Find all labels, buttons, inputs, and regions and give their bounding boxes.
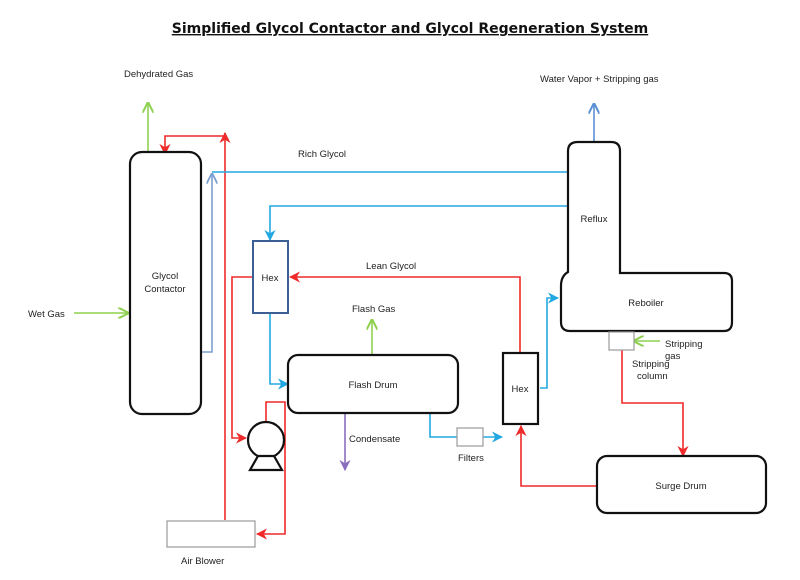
lean-glycol-contactor-top-line [159,135,225,156]
surge-drum-label: Surge Drum [655,481,706,492]
surge-drum-to-hex-line [515,424,598,487]
hex-rich-label: Hex [262,273,279,284]
regenerator[interactable]: Reflux Reboiler [559,140,734,333]
stripping-gas-label-2: gas [665,351,681,362]
glycol-contactor-label-2: Contactor [144,284,185,295]
diagram-title: Simplified Glycol Contactor and Glycol R… [172,21,648,37]
hex-to-pump-line [231,276,252,444]
glycol-contactor[interactable]: Glycol Contactor [128,150,203,416]
hex-to-reboiler-line [540,292,560,389]
regenerator-outline [559,140,734,333]
pump-base [248,454,284,472]
flash-gas-label: Flash Gas [352,304,396,315]
reflux-to-hex-line [264,205,568,242]
hex-to-flash-drum-line [269,314,290,390]
stripping-column[interactable] [608,331,635,351]
air-blower[interactable] [166,520,256,548]
heat-exchanger-rich[interactable]: Hex [252,240,289,314]
air-blower-label: Air Blower [181,556,224,567]
rich-glycol-label: Rich Glycol [298,149,346,160]
water-vapor-label: Water Vapor + Stripping gas [540,74,659,85]
stripping-gas-label-1: Stripping [665,339,703,350]
stripping-column-label-2: column [637,371,668,382]
hex-lean-label: Hex [512,384,529,395]
lean-glycol-line [288,271,521,352]
flash-drum[interactable]: Flash Drum [286,353,460,415]
filters-label: Filters [458,453,484,464]
stripping-column-label-1: Stripping [632,359,670,370]
condensate-label: Condensate [349,434,400,445]
reboiler-label: Reboiler [628,298,663,309]
stripping-column-to-surge-drum-line [621,350,689,458]
heat-exchanger-lean[interactable]: Hex [501,351,540,426]
filters[interactable] [456,427,484,447]
rich-glycol-outlet-line [200,174,212,353]
reflux-label: Reflux [581,214,608,225]
wet-gas-label: Wet Gas [28,309,65,320]
lean-glycol-label: Lean Glycol [366,261,416,272]
flash-drum-label: Flash Drum [348,380,397,391]
dehydrated-gas-label: Dehydrated Gas [124,69,193,80]
glycol-contactor-label-1: Glycol [152,271,178,282]
flash-drum-to-filters-line [429,414,457,438]
glycol-pump[interactable] [246,420,286,472]
pump-to-air-blower-line [255,401,286,540]
surge-drum[interactable]: Surge Drum [595,454,768,515]
